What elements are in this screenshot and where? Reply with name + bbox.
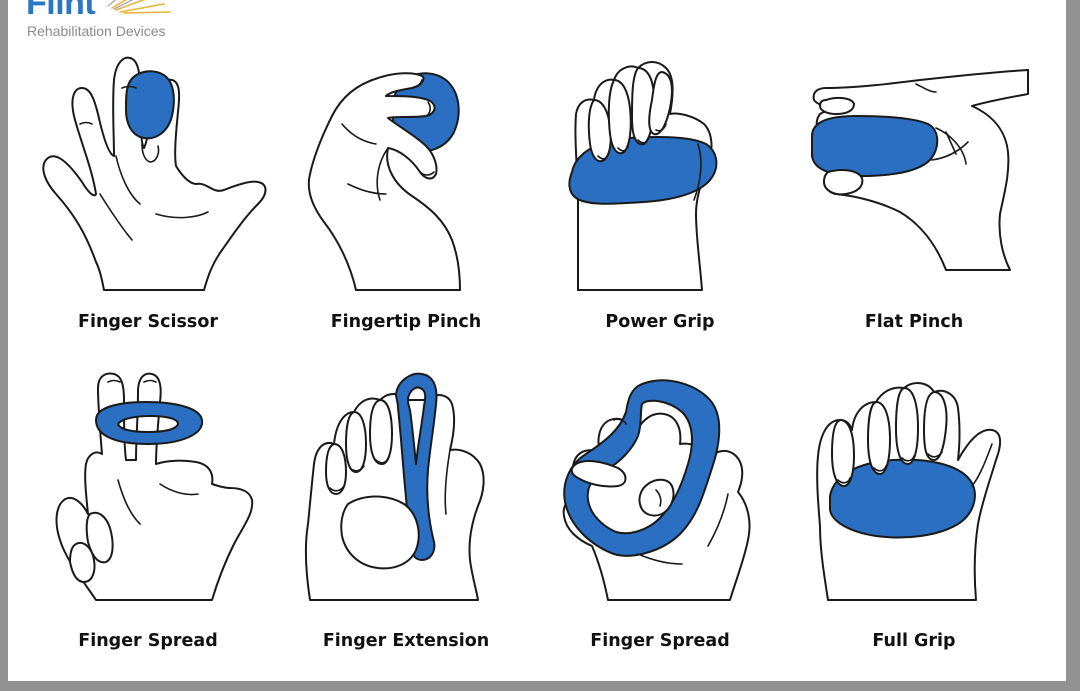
exercise-label-finger-spread-ring: Finger Spread <box>78 631 218 651</box>
exercise-label-power-grip: Power Grip <box>605 312 715 332</box>
finger-scissor-illustration <box>42 56 267 291</box>
finger-spread-band-illustration <box>562 379 751 601</box>
sunburst-icon <box>107 0 171 14</box>
finger-spread-ring-illustration <box>55 372 254 601</box>
fingertip-pinch-illustration <box>307 72 461 291</box>
exercise-label-finger-extension: Finger Extension <box>322 631 490 651</box>
brand-tagline: Rehabilitation Devices <box>27 23 166 39</box>
brand-logo: Flint Rehabilitation Devices <box>26 0 206 42</box>
power-grip-illustration <box>568 61 718 291</box>
full-grip-illustration <box>816 382 1002 601</box>
exercise-sheet: Flint Rehabilitation Devices Finger Scis… <box>8 0 1066 681</box>
exercise-label-fingertip-pinch: Fingertip Pinch <box>330 312 482 332</box>
exercise-label-finger-scissor: Finger Scissor <box>78 312 218 332</box>
exercise-label-flat-pinch: Flat Pinch <box>864 312 964 332</box>
finger-extension-illustration <box>304 372 485 601</box>
brand-name: Flint <box>26 0 96 22</box>
exercise-label-finger-spread-band: Finger Spread <box>590 631 730 651</box>
flat-pinch-illustration <box>811 69 1029 271</box>
exercise-label-full-grip: Full Grip <box>872 631 956 651</box>
